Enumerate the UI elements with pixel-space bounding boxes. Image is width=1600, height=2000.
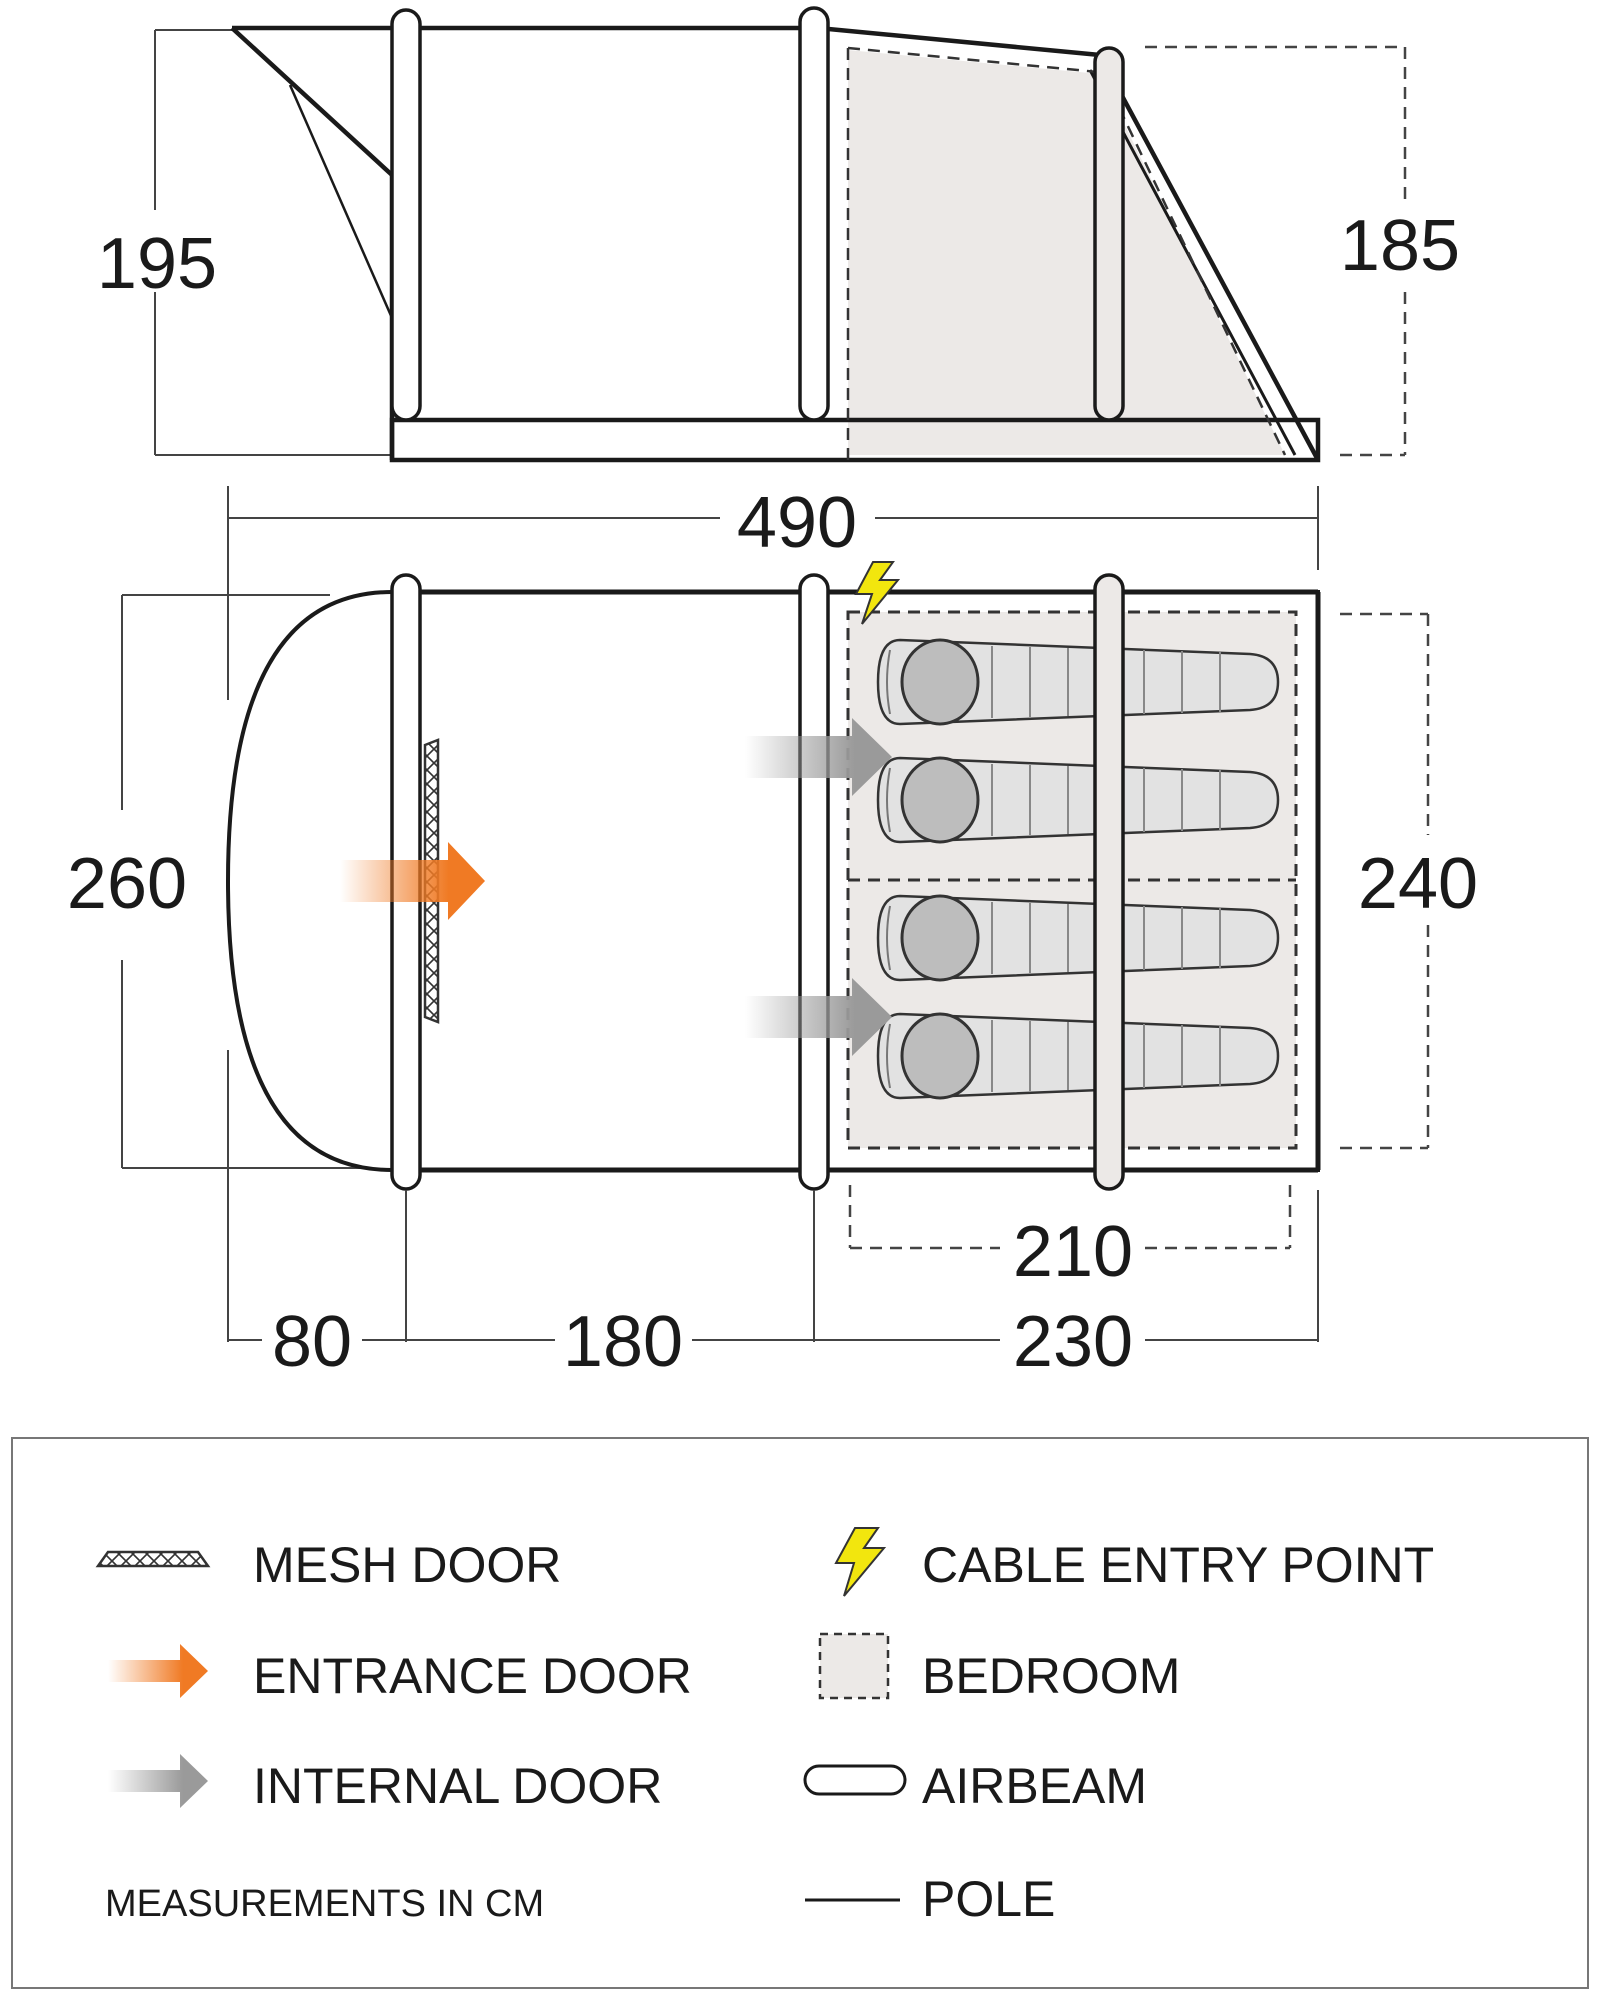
height-rear-label: 185	[1340, 206, 1460, 286]
legend-airbeam-label: AIRBEAM	[922, 1758, 1147, 1814]
plan-airbeam-middle	[798, 573, 830, 1191]
plan-airbeam-rear	[1093, 573, 1125, 1191]
sleeping-bag-3	[876, 894, 1280, 982]
bedroom-width-label: 240	[1358, 844, 1478, 924]
side-groundsheet	[389, 417, 1321, 463]
living-length-label: 180	[563, 1302, 683, 1382]
bedroom-area-icon	[818, 1632, 890, 1700]
side-airbeam-rear	[1093, 46, 1125, 422]
mesh-door-icon	[95, 1550, 211, 1568]
legend: MESH DOOR ENTRANCE DOOR INTERNAL DOOR ME…	[11, 1437, 1589, 1989]
side-airbeam-front	[390, 8, 422, 422]
bedroom-length-label: 210	[1013, 1212, 1133, 1292]
airbeam-icon	[803, 1764, 907, 1796]
side-elevation: 195 185 490	[90, 6, 1480, 570]
sleeping-bag-4	[876, 1012, 1280, 1100]
floor-plan: 260 240 210 80 180 230	[50, 550, 1478, 1382]
units-note: MEASUREMENTS IN CM	[105, 1883, 544, 1925]
rear-section-length-label: 230	[1013, 1302, 1133, 1382]
side-airbeam-middle	[798, 6, 830, 422]
sleeping-bag-2	[876, 756, 1280, 844]
legend-cable-entry-label: CABLE ENTRY POINT	[922, 1537, 1434, 1593]
legend-pole-label: POLE	[922, 1871, 1055, 1927]
internal-door-arrow-2	[745, 978, 892, 1056]
entrance-door-arrow-icon	[108, 1644, 208, 1698]
sleeping-bag-1	[876, 638, 1280, 726]
height-front-label: 195	[97, 224, 217, 304]
entrance-door-arrow	[340, 842, 485, 920]
internal-door-arrow-icon	[108, 1754, 208, 1808]
legend-box	[11, 1437, 1589, 1989]
legend-internal-door-label: INTERNAL DOOR	[253, 1758, 662, 1814]
cable-entry-bolt	[854, 561, 901, 625]
lightning-bolt-icon	[834, 1527, 887, 1597]
length-total-label: 490	[737, 483, 857, 563]
legend-mesh-door-label: MESH DOOR	[253, 1537, 561, 1593]
internal-door-arrow-1	[745, 718, 892, 796]
legend-entrance-door-label: ENTRANCE DOOR	[253, 1648, 692, 1704]
porch-length-label: 80	[272, 1302, 352, 1382]
width-total-label: 260	[67, 844, 187, 924]
legend-bedroom-label: BEDROOM	[922, 1648, 1180, 1704]
